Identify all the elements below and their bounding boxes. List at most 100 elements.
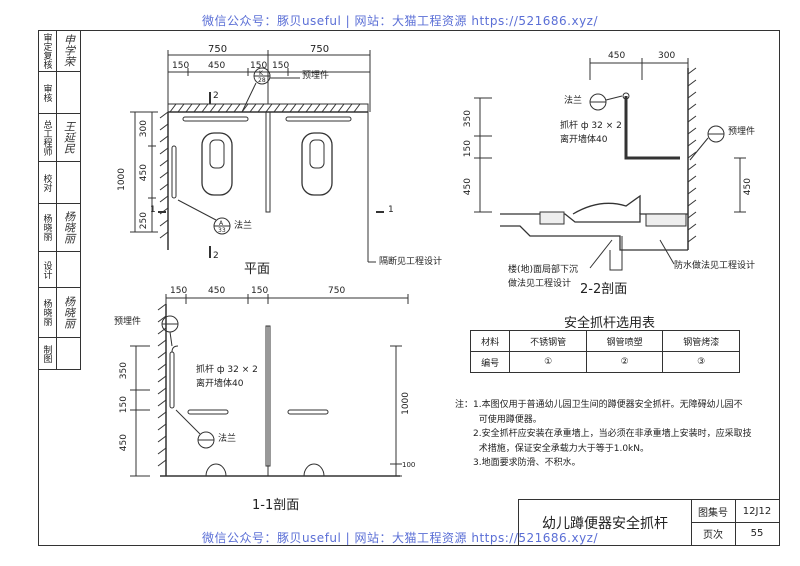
plan-dim-150-c: 150 — [272, 61, 290, 71]
notes-list: 1.本图仅用于普通幼儿园卫生间的蹲便器安全抓杆。无障碍幼儿园不 可使用蹲便器。 … — [473, 398, 752, 471]
s11-dim-150-a: 150 — [170, 286, 188, 296]
table-cell: 钢管喷塑 — [585, 330, 664, 352]
plan-flange-ref-bottom: 33 — [218, 227, 226, 234]
s11-rail-label-2: 离开墙体40 — [196, 379, 244, 389]
s22-dim-300: 300 — [658, 51, 676, 61]
note-line: 2.安全抓杆应安装在承重墙上，当必须在非承重墙上安装时，应采取技 — [473, 429, 752, 439]
plan-dim-250: 250 — [139, 212, 149, 230]
plan-title: 平面 — [244, 262, 271, 277]
table-cell: 不锈钢管 — [509, 330, 587, 352]
selection-table: 材料 不锈钢管 钢管喷塑 钢管烤漆 编号 ① ② ③ — [469, 330, 740, 373]
s22-title: 2-2剖面 — [580, 282, 628, 297]
s22-embed-label: 预埋件 — [728, 127, 756, 137]
plan-dim-300: 300 — [139, 120, 149, 138]
sidebar-role: 审核 — [38, 72, 57, 113]
s22-waterproof-label: 防水做法见工程设计 — [674, 261, 756, 271]
table-cell: ② — [585, 351, 664, 373]
s22-flange-label: 法兰 — [564, 96, 583, 106]
notes-head: 注： — [455, 400, 474, 410]
plan-view — [130, 50, 384, 263]
plan-section-mark: 2 — [213, 91, 219, 101]
drawing-frame — [38, 30, 780, 546]
sidebar-role: 审定复核 — [38, 30, 57, 71]
sidebar-role: 校对 — [38, 162, 57, 203]
plan-dim-450: 450 — [208, 61, 226, 71]
table-cell: 钢管烤漆 — [662, 330, 740, 352]
s22-floor-label-2: 做法见工程设计 — [508, 279, 572, 289]
table-title: 安全抓杆选用表 — [564, 316, 656, 331]
plan-dim-450-left: 450 — [139, 164, 149, 182]
s22-rail-label-2: 离开墙体40 — [560, 135, 608, 145]
notes-block: 注： 1.本图仅用于普通幼儿园卫生间的蹲便器安全抓杆。无障碍幼儿园不 可使用蹲便… — [455, 398, 755, 471]
sidebar-role: 总工程师 — [38, 114, 57, 161]
sidebar-role: 杨晓丽 — [38, 204, 57, 251]
note-line: 3.地面要求防滑、不积水。 — [473, 458, 581, 468]
s11-dim-1000: 1000 — [401, 392, 411, 415]
table-cell: 编号 — [469, 351, 511, 373]
s11-dim-450: 450 — [119, 434, 129, 452]
table-row: 材料 不锈钢管 钢管喷塑 钢管烤漆 — [469, 330, 740, 352]
sidebar-signature: 杨晓丽 — [62, 296, 76, 329]
notes: 注： 1.本图仅用于普通幼儿园卫生间的蹲便器安全抓杆。无障碍幼儿园不 可使用蹲便… — [455, 398, 755, 471]
s22-floor-label-1: 楼(地)面局部下沉 — [508, 265, 579, 275]
plan-dim-150-b: 150 — [250, 61, 268, 71]
s22-dim-450: 450 — [608, 51, 626, 61]
sidebar-row: 杨晓丽杨晓丽 — [38, 204, 80, 252]
sidebar-row: 制图 — [38, 338, 80, 370]
plan-callout-ref-bottom: 28 — [258, 77, 266, 84]
plan-section-mark: 1 — [150, 205, 156, 215]
sidebar-row: 校对 — [38, 162, 80, 204]
s11-embed-label: 预埋件 — [114, 317, 142, 327]
s11-flange-label: 法兰 — [218, 434, 237, 444]
s11-dim-750: 750 — [328, 286, 346, 296]
plan-section-mark: 2 — [213, 251, 219, 261]
watermark-top: 微信公众号：豚贝useful | 网站：大猫工程资源 https://52168… — [201, 14, 599, 28]
s11-title: 1-1剖面 — [252, 498, 300, 513]
s22-rail-label-1: 抓杆 ф 32 × 2 — [560, 121, 622, 131]
sidebar-row: 杨晓丽杨晓丽 — [38, 288, 80, 338]
s11-rail-label-1: 抓杆 ф 32 × 2 — [196, 365, 258, 375]
table-cell: ① — [509, 351, 587, 373]
atlas-value: 12J12 — [735, 500, 779, 523]
plan-dim-1000: 1000 — [117, 168, 127, 191]
plan-dim-750-right: 750 — [310, 44, 330, 55]
s22-dim-450: 450 — [463, 178, 473, 196]
watermark-bottom: 微信公众号：豚贝useful | 网站：大猫工程资源 https://52168… — [201, 531, 599, 545]
table-cell: 材料 — [469, 330, 511, 352]
plan-dim-150-a: 150 — [172, 61, 190, 71]
note-line: 术措施，保证安全承载力大于等于1.0kN。 — [473, 443, 649, 454]
sidebar-signature: 申学荣 — [62, 34, 76, 67]
plan-callout-ref-top: K — [259, 70, 263, 77]
note-line: 1.本图仅用于普通幼儿园卫生间的蹲便器安全抓杆。无障碍幼儿园不 — [473, 400, 743, 410]
table-row: 编号 ① ② ③ — [469, 351, 740, 373]
plan-partition-label: 隔断见工程设计 — [379, 257, 443, 267]
title-block: 幼儿蹲便器安全抓杆 图集号 12J12 页次 55 — [518, 499, 780, 546]
sidebar-signature: 王延民 — [62, 121, 76, 154]
plan-dim-750-left: 750 — [208, 44, 228, 55]
page-label: 页次 — [691, 522, 736, 545]
sidebar-row: 设计 — [38, 252, 80, 288]
sidebar-row: 审定复核申学荣 — [38, 30, 80, 72]
s22-dim-350: 350 — [463, 110, 473, 128]
sidebar-row: 总工程师王延民 — [38, 114, 80, 162]
drawing-title: 幼儿蹲便器安全抓杆 — [519, 500, 692, 545]
s22-dim-150: 150 — [463, 140, 473, 158]
plan-flange-ref-top: A — [219, 220, 224, 227]
sidebar-role: 制图 — [38, 338, 57, 369]
sidebar-row: 审核 — [38, 72, 80, 114]
atlas-label: 图集号 — [691, 500, 736, 523]
s22-dim-right: 450 — [743, 178, 753, 196]
plan-flange-label: 法兰 — [234, 221, 253, 231]
sidebar-role: 设计 — [38, 252, 57, 287]
sidebar-signature: 杨晓丽 — [62, 211, 76, 244]
s11-dim-450: 450 — [208, 286, 226, 296]
s11-dim-150-b: 150 — [251, 286, 269, 296]
s11-dim-350: 350 — [119, 362, 129, 380]
signature-sidebar: 审定复核申学荣 审核 总工程师王延民 校对 杨晓丽杨晓丽 设计 杨晓丽杨晓丽 制… — [38, 30, 81, 370]
note-line: 可使用蹲便器。 — [473, 414, 542, 425]
section-1-1-view — [130, 294, 409, 477]
plan-section-mark: 1 — [388, 205, 394, 215]
page-value: 55 — [750, 528, 764, 539]
sidebar-role: 杨晓丽 — [38, 288, 57, 337]
